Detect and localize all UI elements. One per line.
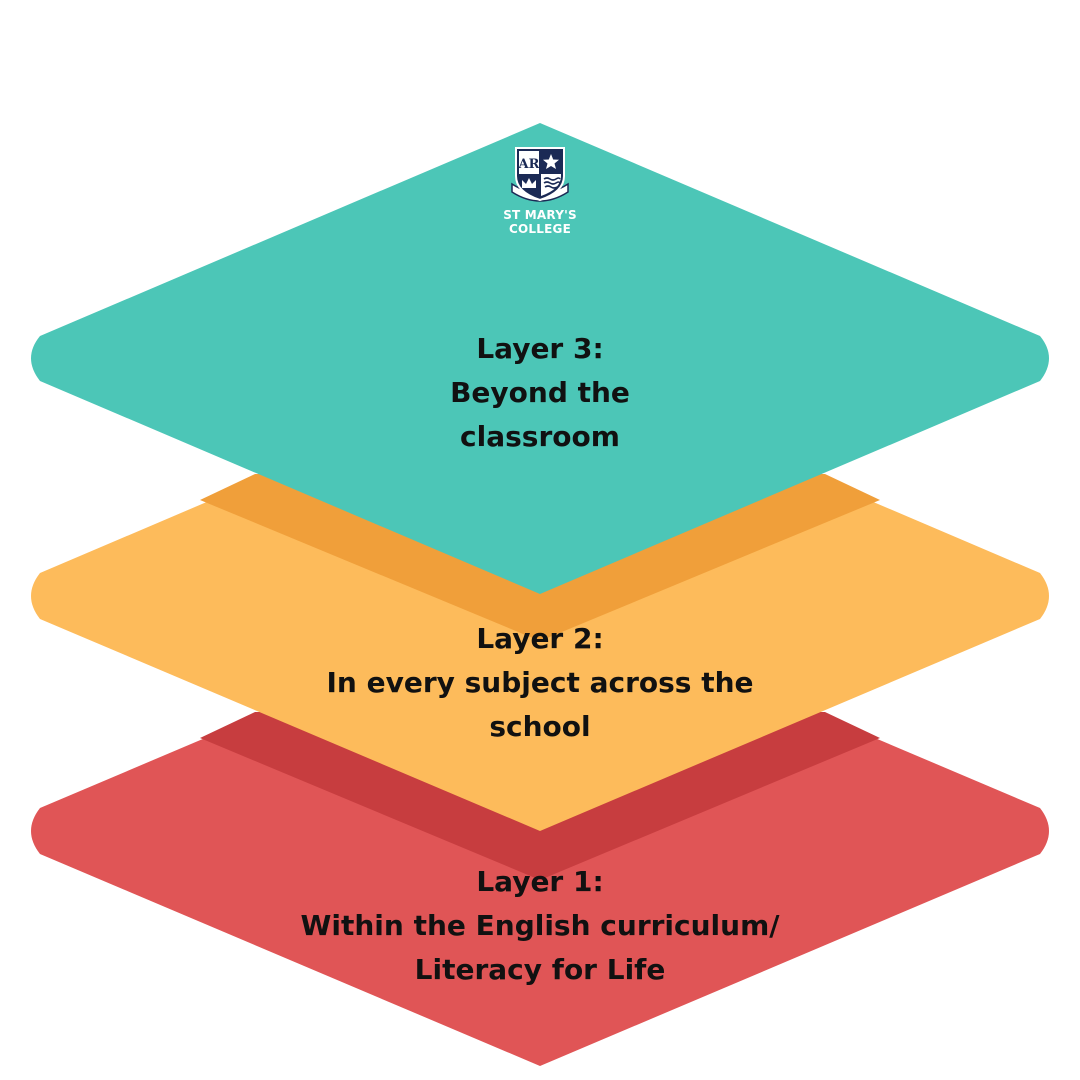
layer-3-line-1: Beyond the bbox=[450, 376, 630, 409]
layer-3-label: Layer 3: Beyond the classroom bbox=[190, 327, 890, 459]
layer-3-diamond bbox=[31, 123, 1049, 594]
layer-3-line-2: classroom bbox=[460, 420, 620, 453]
school-crest-icon: AR bbox=[511, 147, 569, 202]
monogram-icon: AR bbox=[518, 157, 540, 172]
layer-2-line-1: In every subject across the bbox=[326, 666, 754, 699]
school-logo: AR ST MARY'S COLLEGE bbox=[488, 146, 592, 236]
layer-2-label: Layer 2: In every subject across the sch… bbox=[190, 617, 890, 749]
layer-1-line-2: Literacy for Life bbox=[414, 953, 666, 986]
waves-icon bbox=[543, 177, 561, 189]
star-icon bbox=[543, 154, 559, 169]
logo-line-1: ST MARY'S bbox=[503, 208, 577, 222]
layer-1-line-1: Within the English curriculum/ bbox=[300, 909, 780, 942]
layer-1-heading: Layer 1: bbox=[476, 865, 604, 898]
layer-1-label: Layer 1: Within the English curriculum/ … bbox=[190, 860, 890, 992]
crown-icon bbox=[522, 178, 536, 188]
layer-2-line-2: school bbox=[489, 710, 591, 743]
layer-3-heading: Layer 3: bbox=[476, 332, 604, 365]
logo-line-2: COLLEGE bbox=[509, 222, 571, 236]
layer-2-heading: Layer 2: bbox=[476, 622, 604, 655]
